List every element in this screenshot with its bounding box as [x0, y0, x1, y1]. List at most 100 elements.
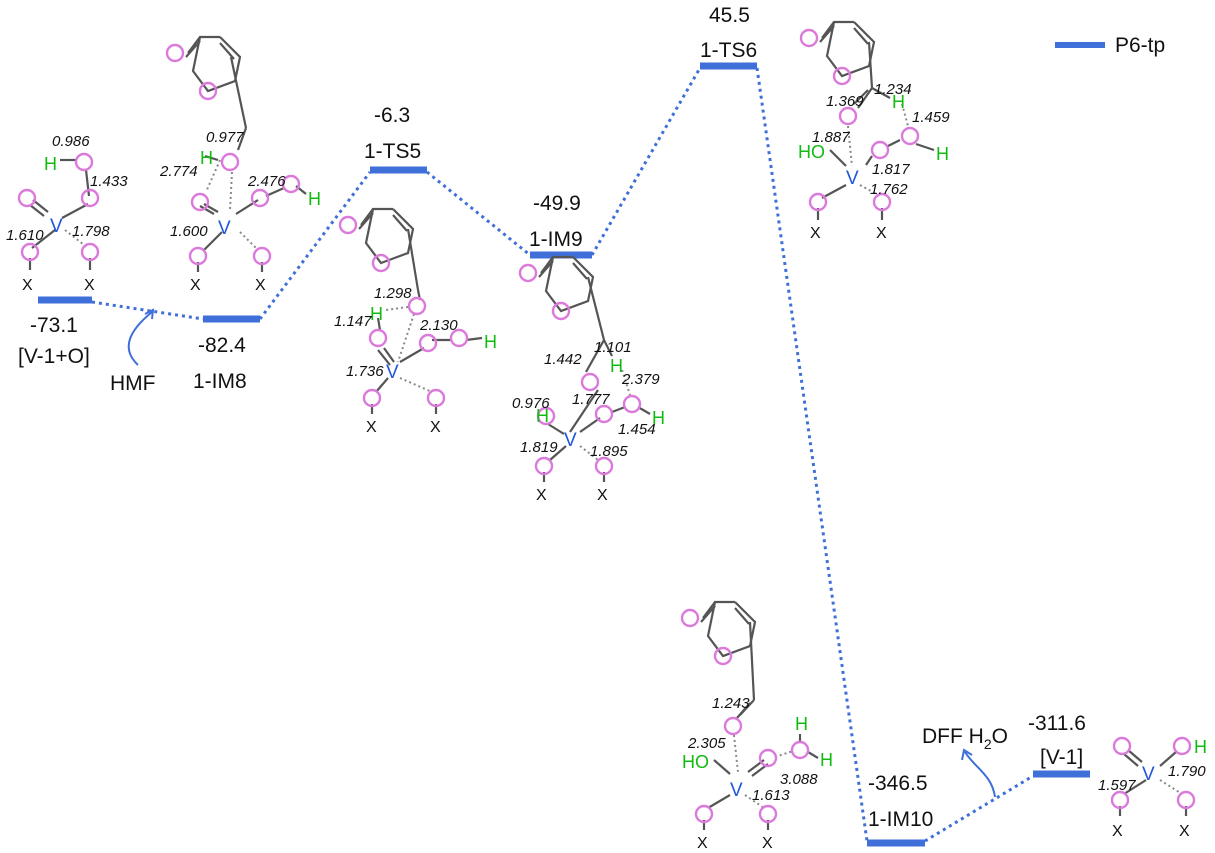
hmf-arrow [127, 311, 153, 366]
value-ts6: 45.5 [709, 4, 750, 27]
distance-label: 1.459 [912, 109, 950, 126]
distance-label: 1.610 [6, 227, 44, 244]
x-atom: X [22, 277, 33, 294]
h-atom: H [936, 144, 949, 164]
distance-label: 1.798 [72, 223, 110, 240]
label-ts5: 1-TS5 [364, 140, 421, 163]
x-atom: X [255, 277, 266, 294]
distance-label: 1.147 [334, 313, 372, 330]
h-atom: H [200, 148, 213, 168]
x-atom: X [536, 487, 547, 504]
distance-label: 1.887 [812, 129, 850, 146]
h-atom: H [484, 332, 497, 352]
distance-label: 1.819 [520, 439, 558, 456]
distance-label: 2.305 [687, 735, 726, 752]
distance-label: 1.298 [374, 285, 412, 302]
level-texts: -73.1 [V-1+O] -82.4 1-IM8 -6.3 1-TS5 -49… [18, 4, 1086, 831]
hmf-label: HMF [110, 372, 156, 395]
distance-label: 1.790 [1168, 763, 1206, 780]
h-atom: H [1194, 737, 1207, 757]
label-ts6: 1-TS6 [700, 39, 757, 62]
connector-im10-v1 [924, 774, 1034, 843]
v-atom: V [1142, 764, 1155, 785]
connector-ts5-im9 [426, 170, 531, 257]
distance-label: 1.817 [872, 161, 910, 178]
structure-v1o: V H X X 0.986 1.433 1.610 1.798 [6, 133, 128, 294]
hmf-arrowhead [144, 308, 155, 320]
h-atom: H [820, 750, 833, 770]
label-im9: 1-IM9 [529, 228, 583, 251]
distance-label: 1.442 [544, 351, 582, 368]
v-atom: V [730, 780, 743, 801]
structure-im9: V H H H X X 1.101 1.442 2.379 0.976 1.77… [512, 255, 665, 504]
structure-v1: V H X X 1.597 1.790 [1098, 736, 1207, 840]
h-atom: H [536, 406, 549, 426]
distance-label: 1.613 [752, 787, 790, 804]
distance-label: 1.762 [870, 181, 908, 198]
distance-label: 0.986 [52, 133, 90, 150]
legend-label: P6-tp [1115, 34, 1165, 57]
h-atom: H [892, 92, 905, 112]
v-atom: V [564, 430, 577, 451]
distance-label: 2.379 [621, 371, 660, 388]
label-im8: 1-IM8 [193, 370, 247, 393]
distance-label: 1.600 [170, 223, 208, 240]
dff-arrowhead [961, 748, 973, 761]
x-atom: X [1112, 823, 1123, 840]
value-im10: -346.5 [868, 772, 928, 795]
legend: P6-tp [1055, 34, 1165, 57]
v-atom: V [386, 362, 399, 383]
x-atom: X [876, 225, 887, 242]
value-ts5: -6.3 [374, 104, 410, 127]
distance-label: 1.369 [826, 93, 864, 110]
v-atom: V [846, 168, 859, 189]
ho-group: HO [682, 752, 709, 772]
structure-im10: V H H HO X X 1.243 2.305 3.088 1.613 [680, 600, 833, 852]
connector-im8-ts5 [258, 171, 372, 320]
label-v1: [V-1] [1040, 746, 1083, 769]
distance-label: 0.977 [206, 129, 244, 146]
connector-im9-ts6 [590, 67, 702, 256]
v-atom: V [50, 216, 63, 237]
distance-label: 1.454 [618, 421, 656, 438]
distance-label: 1.895 [590, 443, 628, 460]
distance-label: 1.101 [594, 339, 632, 356]
label-im10: 1-IM10 [868, 808, 933, 831]
h-atom: H [308, 189, 321, 209]
distance-label: 2.774 [159, 163, 198, 180]
distance-label: 1.777 [572, 391, 610, 408]
value-v1o: -73.1 [30, 314, 78, 337]
dff-annotation: DFF H2O [922, 725, 1008, 798]
ho-group: HO [798, 142, 825, 162]
structure-im8: V H H X X 0.977 2.774 2.476 1.600 [159, 35, 321, 294]
x-atom: X [430, 419, 441, 436]
energy-levels [38, 62, 1090, 847]
x-atom: X [762, 835, 773, 852]
x-atom: X [697, 835, 708, 852]
h-atom: H [370, 304, 383, 324]
x-atom: X [1179, 823, 1190, 840]
x-atom: X [366, 419, 377, 436]
value-v1: -311.6 [1028, 712, 1086, 735]
connector-v1o-im8 [91, 300, 204, 321]
distance-label: 1.243 [712, 695, 750, 712]
h-atom: H [795, 714, 808, 734]
hmf-annotation: HMF [110, 308, 156, 395]
h-atom: H [652, 408, 665, 428]
level-connectors [91, 67, 1034, 843]
value-im8: -82.4 [198, 334, 246, 357]
x-atom: X [597, 487, 608, 504]
structure-ts5: V H H X X 1.298 1.147 2.130 1.736 [334, 207, 497, 436]
h-atom: H [610, 356, 623, 376]
distance-label: 1.433 [90, 173, 128, 190]
distance-label: 0.976 [512, 395, 550, 412]
distance-label: 1.597 [1098, 777, 1136, 794]
distance-label: 3.088 [780, 771, 818, 788]
dff-arrow [964, 751, 996, 798]
distance-label: 2.476 [247, 173, 286, 190]
label-v1o: [V-1+O] [18, 345, 90, 368]
distance-label: 1.234 [874, 81, 912, 98]
structure-ts6: V H H HO X X 1.234 1.369 1.459 1.887 1.8… [798, 20, 950, 242]
distance-label: 1.736 [346, 363, 384, 380]
